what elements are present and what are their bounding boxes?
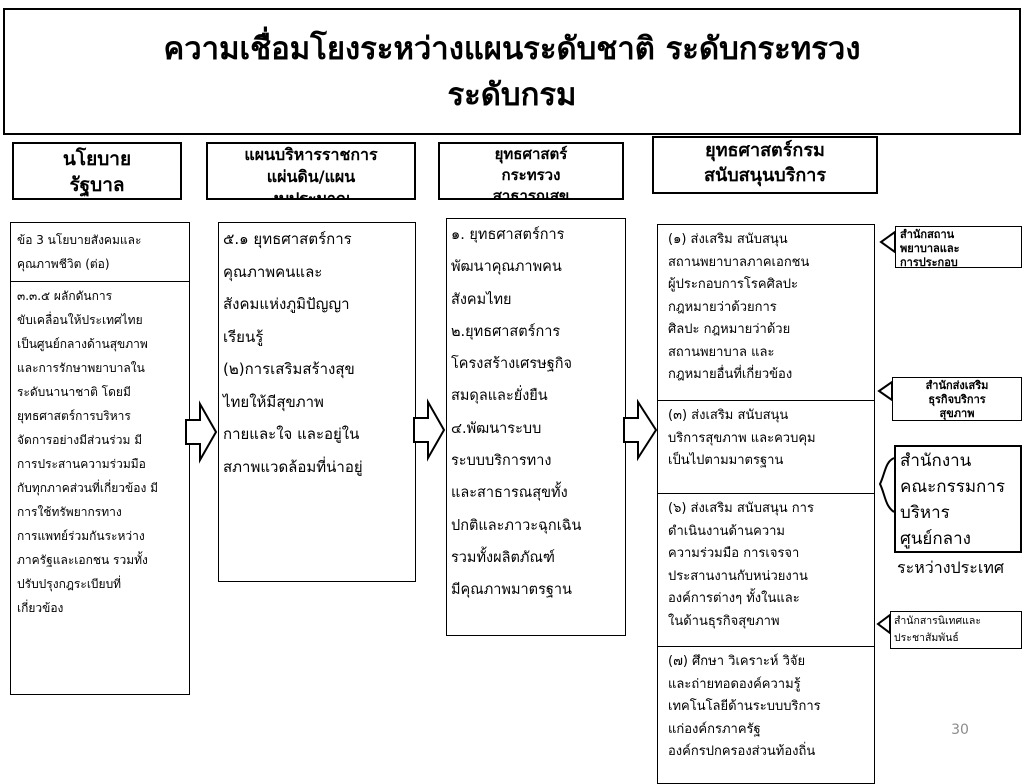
department-strategy-item: (๑) ส่งเสริม สนับสนุน สถานพยาบาลภาคเอกชน…	[658, 225, 874, 401]
policy-item-heading: ข้อ 3 นโยบายสังคมและคุณภาพชีวิต (ต่อ)	[11, 223, 189, 282]
department-strategy-item: (๗) ศึกษา วิเคราะห์ วิจัย และถ่ายทอดองค์…	[668, 654, 821, 759]
administration-plan-column: ๕.๑ ยุทธศาสตร์การ คุณภาพคนและ สังคมแห่งภ…	[218, 222, 416, 582]
header-administration-plan: แผนบริหารราชการ แผ่นดิน/แผน งบประมาณ	[206, 142, 416, 200]
header-government-policy: นโยบาย รัฐบาล	[12, 142, 182, 200]
page-number: 30	[951, 722, 969, 738]
header-ministry-strategy: ยุทธศาสตร์ กระทรวง สาธารณสุข	[438, 142, 624, 200]
left-arrow-icon	[877, 380, 893, 402]
side-label-health-business-office: สำนักส่งเสริม ธุรกิจบริการ สุขภาพ	[892, 377, 1022, 421]
connector-layer	[185, 230, 896, 635]
government-policy-column: ข้อ 3 นโยบายสังคมและคุณภาพชีวิต (ต่อ) ๓.…	[10, 222, 190, 695]
ministry-strategy-column: ๑. ยุทธศาสตร์การ พัฒนาคุณภาพคน สังคมไทย …	[446, 218, 626, 636]
administration-plan-text: ๕.๑ ยุทธศาสตร์การ คุณภาพคนและ สังคมแห่งภ…	[223, 230, 363, 476]
header-department-strategy: ยุทธศาสตร์กรม สนับสนุนบริการ สุขภาพ	[652, 136, 878, 194]
side-label-international-center-office: สำนักงาน คณะกรรมการ บริหาร ศูนย์กลาง	[894, 445, 1022, 553]
right-arrow-icon	[185, 400, 218, 464]
right-arrow-icon	[413, 398, 446, 462]
brace-icon	[878, 457, 895, 513]
side-label-public-relations-office: สำนักสารนิเทศและ ประชาสัมพันธ์	[890, 611, 1022, 649]
left-arrow-icon	[879, 230, 896, 254]
right-arrow-icon	[623, 398, 658, 462]
ministry-strategy-text: ๑. ยุทธศาสตร์การ พัฒนาคุณภาพคน สังคมไทย …	[451, 227, 582, 599]
policy-item-detail: ๓.๓.๕ ผลักดันการ ขับเคลื่อนให้ประเทศไทย …	[17, 289, 159, 615]
left-arrow-icon	[876, 613, 891, 635]
department-strategy-item: (๖) ส่งเสริม สนับสนุน การ ดำเนินงานด้านค…	[658, 494, 874, 647]
slide-title: ความเชื่อมโยงระหว่างแผนระดับชาติ ระดับกร…	[163, 30, 861, 113]
title-box: ความเชื่อมโยงระหว่างแผนระดับชาติ ระดับกร…	[3, 8, 1021, 135]
department-strategy-column: (๑) ส่งเสริม สนับสนุน สถานพยาบาลภาคเอกชน…	[657, 224, 875, 784]
side-label-medical-facility-office: สำนักสถาน พยาบาลและ การประกอบ โรคศิลปะ	[895, 226, 1022, 268]
department-strategy-item: (๓) ส่งเสริม สนับสนุน บริการสุขภาพ และคว…	[658, 401, 874, 494]
side-label-international-center-tail: ระหว่างประเทศ	[897, 558, 1005, 577]
